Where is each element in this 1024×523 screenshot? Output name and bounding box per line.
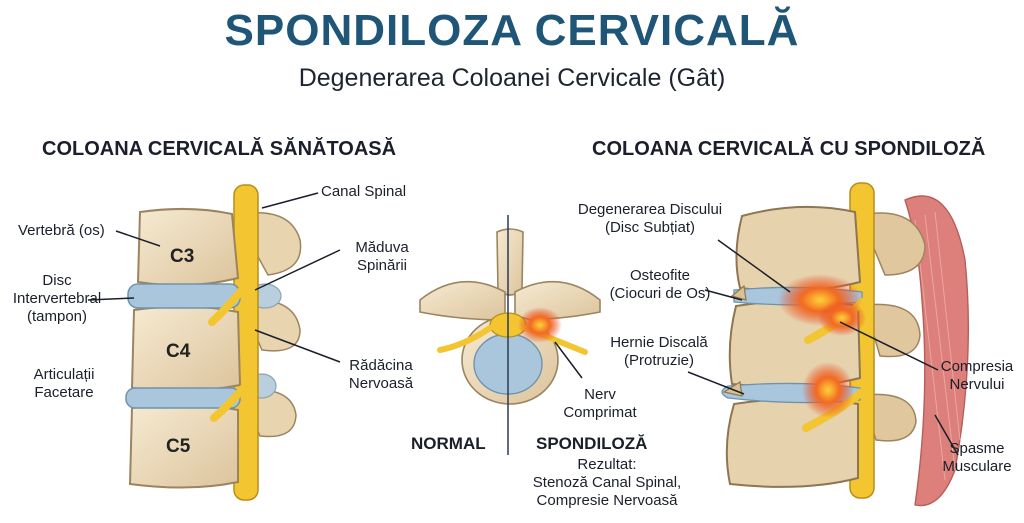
label-spondiloza: SPONDILOZĂ	[536, 434, 648, 453]
vertebra-label-c5: C5	[166, 436, 191, 457]
label-articulatii: Articulații Facetare	[33, 366, 95, 401]
label-normal: NORMAL	[411, 434, 486, 453]
label-degenerare: Degenerarea Discului (Disc Subțiat)	[577, 201, 723, 236]
spondylosis-spine	[687, 182, 970, 507]
label-spasme: Spasme Musculare	[942, 440, 1012, 475]
healthy-spine-heading: COLOANA CERVICALĂ SĂNĂTOASĂ	[42, 138, 397, 160]
label-nerv-comprimat: Nerv Comprimat	[563, 386, 637, 421]
label-osteofite: Osteofite (Ciocuri de Os)	[609, 267, 711, 302]
label-disc: Disc Intervertebral (tampon)	[12, 272, 102, 325]
label-compresia: Compresia Nervului	[940, 358, 1014, 393]
axial-vertebra-view	[419, 215, 601, 455]
label-radacina: Rădăcina Nervoasă	[348, 357, 414, 392]
page-subtitle: Degenerarea Coloanei Cervicale (Gât)	[298, 64, 726, 92]
label-canal-spinal: Canal Spinal	[321, 183, 407, 200]
label-vertebra: Vertebră (os)	[18, 222, 105, 239]
label-maduva: Măduva Spinării	[355, 239, 409, 274]
vertebra-label-c4: C4	[166, 341, 191, 362]
spondylosis-spine-heading: COLOANA CERVICALĂ CU SPONDILOZĂ	[592, 138, 986, 160]
page-title: SPONDILOZA CERVICALĂ	[224, 6, 800, 55]
healthy-spine	[87, 184, 341, 501]
vertebra-label-c3: C3	[170, 246, 195, 267]
label-hernie: Hernie Discală (Protruzie)	[610, 334, 708, 369]
label-rezultat: Rezultat: Stenoză Canal Spinal, Compresi…	[532, 456, 682, 509]
